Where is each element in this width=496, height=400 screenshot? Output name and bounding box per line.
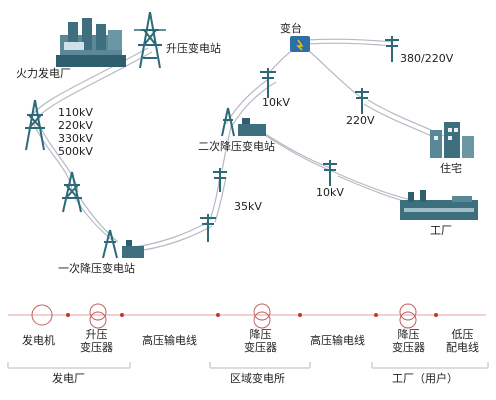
voltage-10kv-a-label: 10kV [262,96,290,109]
step-down-transformer-2-label: 降压 变压器 [392,328,425,354]
thermal-plant-icon [56,18,126,67]
step-up-transformer-symbol-a [89,303,107,321]
primary-substation-label: 一次降压变电站 [58,262,135,275]
step-up-tower-icon [134,11,166,69]
lv-distribution-line-label: 低压 配电线 [446,328,479,354]
step-up-transformer-label: 升压 变压器 [80,328,113,354]
voltage-220v-label: 220V [346,114,375,127]
step-up-transformer-label-1: 升压 [85,328,108,341]
hv-voltage-list: 110kV 220kV 330kV 500kV [58,106,93,158]
hv-line-2-label: 高压输电线 [310,334,365,347]
residence-label: 住宅 [440,162,462,175]
hv-tower-icon-2 [62,171,82,213]
transformer-platform-label: 变台 [280,22,302,35]
transformer-platform-icon [290,36,310,52]
generator-label: 发电机 [22,334,55,347]
residence-icon [430,122,474,158]
step-down-transformer-1-label-1: 降压 [249,328,272,341]
secondary-substation-label: 二次降压变电站 [198,140,275,153]
section-plant-label: 发电厂 [52,372,85,385]
lv-distribution-line-label-1: 低压 [451,328,474,341]
step-up-transformer-label-2: 变压器 [80,341,113,354]
line-plant-to-hv [29,47,149,119]
section-factory-label: 工厂（用户） [392,372,458,385]
section-brackets [7,362,489,369]
factory-icon [400,190,478,220]
pole-220v-icon [355,88,369,114]
generator-symbol [31,304,53,326]
hv-voltage-220: 220kV [58,119,93,132]
voltage-380-220v-label: 380/220V [400,52,454,65]
factory-label: 工厂 [430,224,452,237]
hv-voltage-330: 330kV [58,132,93,145]
voltage-35kv-label: 35kV [234,200,262,213]
voltage-10kv-b-label: 10kV [316,186,344,199]
pole-380-220v-icon [385,36,399,62]
chain-dots [66,313,438,317]
section-regional-label: 区域变电所 [230,372,285,385]
step-down-transformer-1-label-2: 变压器 [244,341,277,354]
hv-line-1-label: 高压输电线 [142,334,197,347]
step-down-transformer-1-label: 降压 变压器 [244,328,277,354]
hv-voltage-500: 500kV [58,145,93,158]
hv-tower-icon-1 [25,99,45,151]
step-down-transformer-1-symbol [253,303,271,321]
pole-35kv-icon [200,168,227,242]
thermal-plant-label: 火力发电厂 [16,67,71,80]
step-down-transformer-2-symbol [399,303,417,321]
primary-substation-icon [102,229,144,259]
pole-10kv-b-icon [323,160,337,186]
hv-voltage-110: 110kV [58,106,93,119]
step-down-transformer-2-label-2: 变压器 [392,341,425,354]
step-down-transformer-2-label-1: 降压 [397,328,420,341]
pole-10kv-a-icon [260,68,276,98]
lv-distribution-line-label-2: 配电线 [446,341,479,354]
chain-components [31,303,417,329]
step-up-substation-label: 升压变电站 [166,42,221,55]
secondary-substation-icon [221,107,266,137]
